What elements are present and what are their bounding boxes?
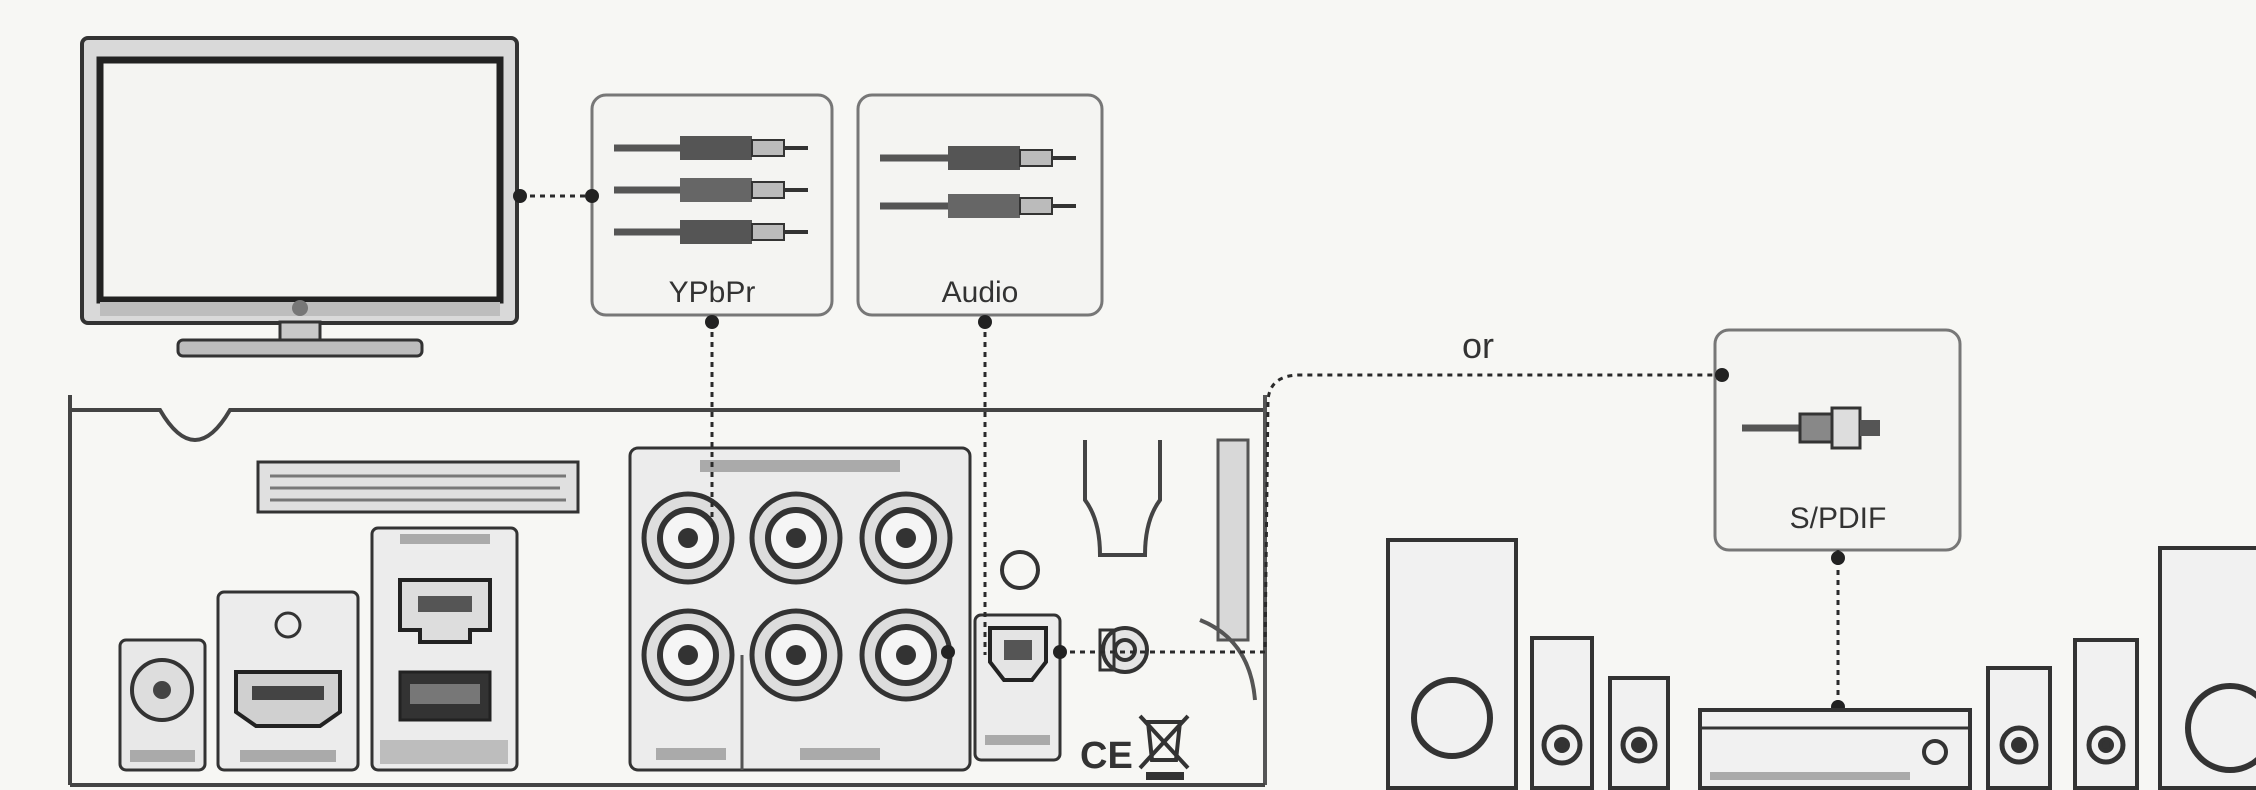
rca-jack-icon (749, 608, 843, 702)
rca-plug-icon (614, 136, 808, 160)
component-audio-jack-panel (628, 446, 972, 772)
ypbpr-label: YPbPr (669, 276, 756, 309)
or-label: or (1462, 325, 1494, 366)
speaker-icon (2073, 638, 2139, 790)
rca-plug-icon (614, 178, 808, 202)
rca-jack-icon (641, 608, 735, 702)
spdif-optical-port (973, 613, 1062, 762)
power-port (118, 638, 207, 772)
rca-jack-icon (859, 491, 953, 585)
spdif-cable-box: S/PDIF (1713, 328, 1962, 552)
panel-bracket (1083, 440, 1162, 557)
rca-plug-icon (614, 220, 808, 244)
coaxial-jack-icon (1098, 626, 1149, 674)
connection-lines (520, 194, 1840, 707)
ethernet-port-icon (398, 578, 492, 644)
speaker-icon (1530, 636, 1594, 790)
ypbpr-cable-box: YPbPr (590, 93, 834, 317)
home-theater-system (1386, 538, 2256, 790)
weee-bin-icon (1138, 714, 1190, 780)
subwoofer-icon (1386, 538, 1518, 790)
device-back-panel: CE (68, 395, 1267, 787)
speaker-icon (1608, 676, 1670, 790)
connection-dots (513, 189, 1845, 714)
ethernet-usb-port (370, 526, 519, 772)
rca-jack-icon (749, 491, 843, 585)
round-port-icon (1000, 550, 1040, 590)
ce-mark: CE (1080, 735, 1133, 777)
rca-plug-icon (880, 194, 1076, 218)
optical-plug-icon (1742, 406, 1880, 450)
hdmi-port (216, 590, 360, 772)
speaker-icon (1986, 666, 2052, 790)
spdif-label: S/PDIF (1790, 502, 1887, 535)
av-receiver-icon (1698, 708, 1972, 790)
tv-icon (80, 36, 519, 358)
subwoofer-icon (2158, 546, 2256, 790)
rca-jack-icon (859, 608, 953, 702)
audio-cable-box: Audio (856, 93, 1104, 317)
audio-label: Audio (942, 276, 1019, 309)
rca-jack-icon (641, 491, 735, 585)
rca-plug-icon (880, 146, 1076, 170)
usb-port-icon (398, 670, 492, 722)
panel-side-strip (1216, 438, 1250, 642)
